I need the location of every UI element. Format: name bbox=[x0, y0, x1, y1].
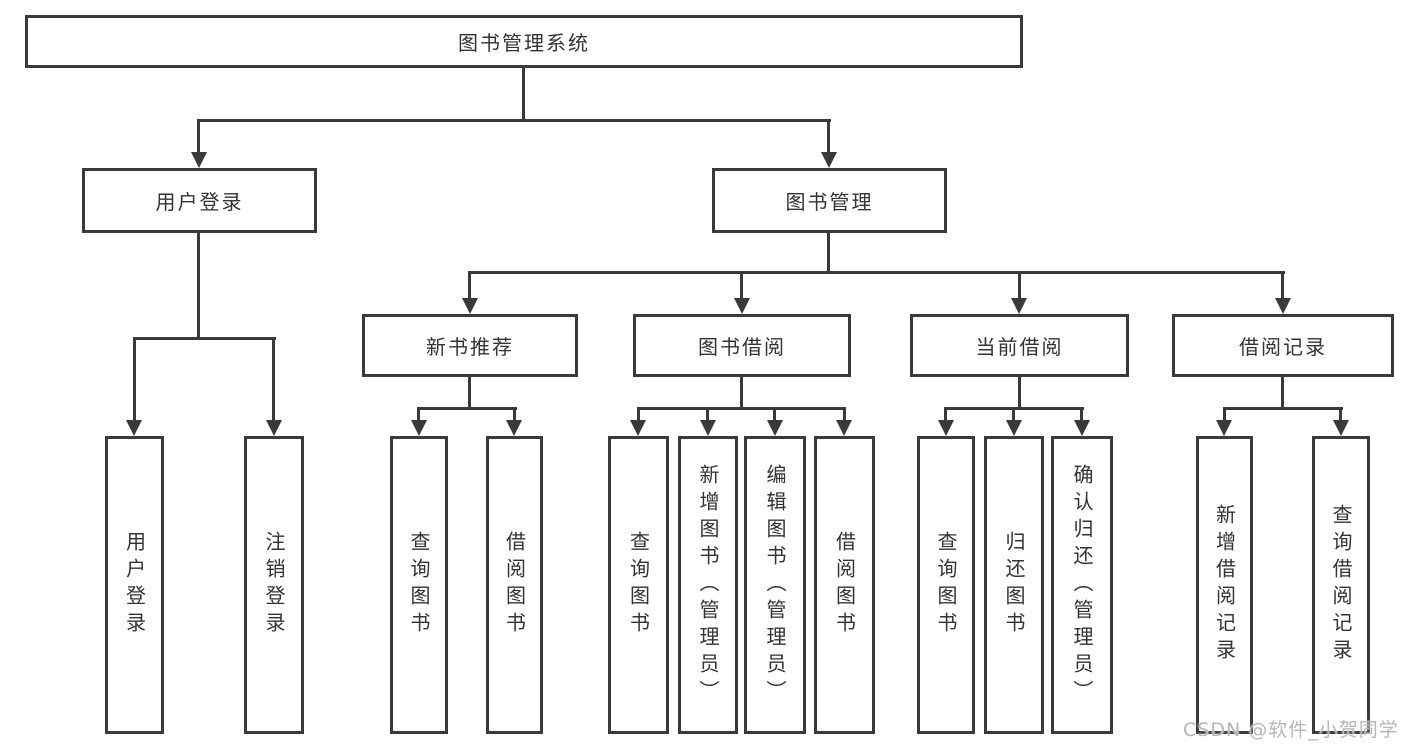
connector-line bbox=[1281, 377, 1284, 407]
node-borrow-records: 借阅记录 bbox=[1172, 314, 1394, 377]
root-node-book-management-system: 图书管理系统 bbox=[25, 15, 1023, 68]
node-book-borrow: 图书借阅 bbox=[633, 314, 851, 377]
arrow-down-icon bbox=[1074, 420, 1090, 436]
arrow-down-icon bbox=[734, 298, 750, 314]
connector-line bbox=[1012, 407, 1015, 423]
arrow-down-icon bbox=[700, 420, 716, 436]
connector-line bbox=[637, 407, 846, 410]
node-new-book-recommend: 新书推荐 bbox=[362, 314, 578, 377]
leaf-query-books-borrow-label: 查询图书 bbox=[626, 531, 651, 639]
leaf-add-books-admin-label: 新增图书（管理员） bbox=[696, 463, 720, 707]
leaf-edit-books-admin: 编辑图书（管理员） bbox=[744, 436, 806, 734]
arrow-down-icon bbox=[938, 420, 954, 436]
leaf-borrow-books: 借阅图书 bbox=[814, 436, 875, 734]
connector-line bbox=[197, 119, 200, 155]
connector-line bbox=[522, 68, 525, 119]
leaf-add-borrow-record-label: 新增借阅记录 bbox=[1212, 504, 1237, 666]
arrow-down-icon bbox=[191, 152, 207, 168]
arrow-down-icon bbox=[126, 420, 142, 436]
connector-line bbox=[133, 337, 136, 423]
connector-line bbox=[1281, 271, 1284, 301]
node-current-borrow-label: 当前借阅 bbox=[975, 335, 1064, 359]
connector-line bbox=[1080, 407, 1083, 423]
connector-line bbox=[1223, 407, 1226, 423]
leaf-query-books-borrow: 查询图书 bbox=[608, 436, 669, 734]
arrow-down-icon bbox=[1275, 298, 1291, 314]
node-borrow-records-label: 借阅记录 bbox=[1239, 335, 1327, 359]
leaf-edit-books-admin-label: 编辑图书（管理员） bbox=[763, 463, 787, 707]
node-new-book-recommend-label: 新书推荐 bbox=[426, 335, 514, 359]
arrow-down-icon bbox=[836, 420, 852, 436]
connector-line bbox=[468, 377, 471, 407]
leaf-add-books-admin: 新增图书（管理员） bbox=[678, 436, 738, 734]
leaf-query-books-current: 查询图书 bbox=[917, 436, 975, 734]
leaf-confirm-return-admin: 确认归还（管理员） bbox=[1051, 436, 1113, 734]
arrow-down-icon bbox=[630, 420, 646, 436]
leaf-query-borrow-record-label: 查询借阅记录 bbox=[1329, 504, 1353, 666]
leaf-borrow-books-recommend-label: 借阅图书 bbox=[502, 531, 527, 639]
root-node-label: 图书管理系统 bbox=[458, 31, 590, 55]
connector-line bbox=[1339, 407, 1342, 423]
connector-line bbox=[468, 271, 1285, 274]
connector-line bbox=[827, 119, 830, 155]
leaf-user-login-label: 用户登录 bbox=[122, 531, 147, 639]
connector-line bbox=[513, 407, 516, 423]
leaf-query-books-recommend: 查询图书 bbox=[390, 436, 448, 734]
leaf-add-borrow-record: 新增借阅记录 bbox=[1196, 436, 1253, 734]
node-book-management: 图书管理 bbox=[712, 168, 947, 233]
connector-line bbox=[706, 407, 709, 423]
leaf-query-borrow-record: 查询借阅记录 bbox=[1312, 436, 1370, 734]
arrow-down-icon bbox=[1011, 298, 1027, 314]
arrow-down-icon bbox=[1216, 420, 1232, 436]
connector-line bbox=[637, 407, 640, 423]
arrow-down-icon bbox=[1006, 420, 1022, 436]
node-current-borrow: 当前借阅 bbox=[910, 314, 1129, 377]
leaf-return-books: 归还图书 bbox=[984, 436, 1044, 734]
leaf-user-login: 用户登录 bbox=[105, 436, 164, 734]
arrow-down-icon bbox=[821, 152, 837, 168]
connector-line bbox=[468, 271, 471, 301]
arrow-down-icon bbox=[266, 420, 282, 436]
node-user-login: 用户登录 bbox=[82, 168, 317, 233]
csdn-watermark: CSDN @软件_小贺同学 bbox=[1183, 719, 1399, 741]
leaf-query-books-current-label: 查询图书 bbox=[934, 531, 958, 639]
arrow-down-icon bbox=[767, 420, 783, 436]
arrow-down-icon bbox=[411, 420, 427, 436]
connector-line bbox=[417, 407, 420, 423]
leaf-borrow-books-recommend: 借阅图书 bbox=[486, 436, 543, 734]
node-book-management-label: 图书管理 bbox=[785, 190, 874, 214]
leaf-query-books-recommend-label: 查询图书 bbox=[407, 531, 431, 639]
arrow-down-icon bbox=[1333, 420, 1349, 436]
connector-line bbox=[773, 407, 776, 423]
arrow-down-icon bbox=[462, 298, 478, 314]
connector-line bbox=[133, 337, 276, 340]
connector-line bbox=[1223, 407, 1343, 410]
connector-line bbox=[944, 407, 947, 423]
node-user-login-label: 用户登录 bbox=[155, 190, 244, 214]
connector-line bbox=[843, 407, 846, 423]
connector-line bbox=[740, 271, 743, 301]
leaf-return-books-label: 归还图书 bbox=[1002, 531, 1026, 639]
connector-line bbox=[197, 233, 200, 337]
connector-line bbox=[417, 407, 517, 410]
connector-line bbox=[1018, 271, 1021, 301]
connector-line bbox=[272, 337, 275, 423]
node-book-borrow-label: 图书借阅 bbox=[698, 335, 786, 359]
leaf-confirm-return-admin-label: 确认归还（管理员） bbox=[1070, 463, 1094, 707]
connector-line bbox=[740, 377, 743, 407]
leaf-logout-label: 注销登录 bbox=[262, 531, 286, 639]
leaf-logout: 注销登录 bbox=[244, 436, 304, 734]
leaf-borrow-books-label: 借阅图书 bbox=[832, 531, 857, 639]
connector-line bbox=[827, 233, 830, 271]
arrow-down-icon bbox=[506, 420, 522, 436]
connector-line bbox=[1018, 377, 1021, 407]
connector-line bbox=[197, 119, 831, 122]
